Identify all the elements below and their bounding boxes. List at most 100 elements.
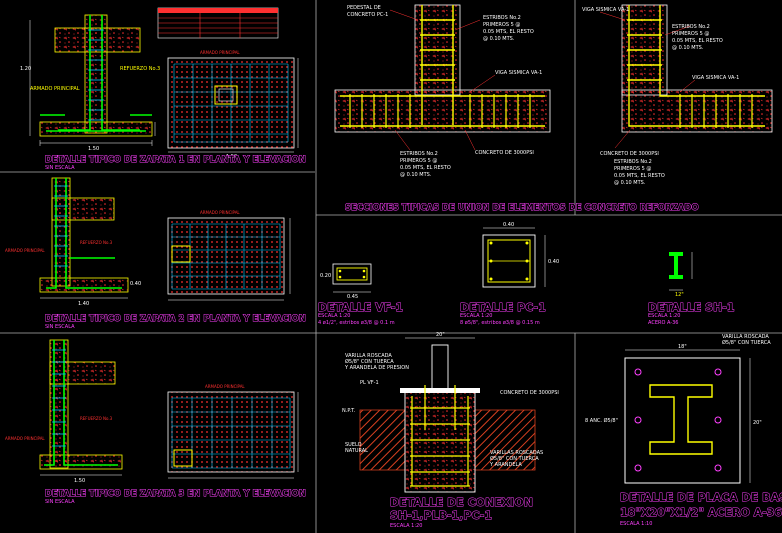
zapata-1-plan[interactable]: 1.50 ARMADO PRINCIPAL <box>167 50 299 160</box>
viga-va1-right <box>621 89 773 133</box>
column-footprint-3 <box>173 449 193 467</box>
zapata-3-plan[interactable]: ARMADO PRINCIPAL <box>167 384 299 479</box>
plan-outline-3 <box>167 391 295 473</box>
label-refuerzo-2: REFUERZO No.3 <box>80 240 113 245</box>
rebar-3 <box>44 340 118 466</box>
leader-lines <box>389 9 496 151</box>
placa-right-2: Ø5/8" CON TUERCA <box>722 339 771 346</box>
title-conexion-1: DETALLE DE CONEXION <box>390 496 533 509</box>
legend-table <box>157 7 279 39</box>
plan-caption-3: ARMADO PRINCIPAL <box>205 384 245 389</box>
placa-right-1: VARILLA ROSCADA <box>722 334 769 340</box>
estribos-c-3: 0.05 MTS, EL RESTO <box>672 38 723 44</box>
varilla-top-3: Y ARANDELA DE PRESION <box>344 365 409 371</box>
suelo-1: SUELO <box>345 442 362 448</box>
zapata-1-elevation[interactable]: 1.50 1.20 REFUERZO No.3 ARMADO PRINCIPAL <box>20 7 279 152</box>
sh1-dim: 12" <box>675 292 684 298</box>
plate-dim-w: 18" <box>678 344 687 350</box>
varillas-1: VARILLAS ROSCADAS <box>490 450 543 456</box>
label-refuerzo: REFUERZO No.3 <box>120 66 160 72</box>
zapata-2-plan[interactable]: ARMADO PRINCIPAL <box>167 210 291 301</box>
plan-caption-2: ARMADO PRINCIPAL <box>200 210 240 215</box>
estribos-d-4: @ 0.10 MTS. <box>614 180 646 186</box>
estribos-d-1: ESTRIBOS No.2 <box>614 159 652 165</box>
estribos-b-2: PRIMEROS 5 @ <box>400 158 437 164</box>
title-zapata-2: DETALLE TIPICO DE ZAPATA 2 EN PLANTA Y E… <box>45 314 306 324</box>
zapata-3-elevation[interactable]: 1.50 ARMADO PRINCIPAL REFUERZO No.3 <box>5 339 123 484</box>
title-zapata-3: DETALLE TIPICO DE ZAPATA 3 EN PLANTA Y E… <box>45 489 306 499</box>
zapata-2-elevation[interactable]: 1.40 ARMADO PRINCIPAL REFUERZO No.3 0.40 <box>5 177 141 307</box>
sub-zapata-2: SIN ESCALA <box>45 324 75 330</box>
anchor-bolts <box>634 368 722 472</box>
sh1-bottom-flange <box>669 275 683 279</box>
dim-lines <box>29 20 156 146</box>
title-zapata-1: DETALLE TIPICO DE ZAPATA 1 EN PLANTA Y E… <box>45 155 306 165</box>
plate-label: PL VF-1 <box>360 380 379 386</box>
footing-2 <box>39 277 129 293</box>
detail-conexion[interactable]: 20" VARILLA ROSCADA Ø5/8" CON TUERCA Y A… <box>342 332 559 493</box>
conexion-rebar <box>410 385 470 487</box>
detail-placa[interactable]: 18" 20" 8 ANC. Ø5/8" VARILLA ROSCADA Ø5/… <box>585 334 771 484</box>
pc1-note2: 8 ø5/8", estribos ø3/8 @ 0.15 m <box>460 320 540 326</box>
dim-width: 1.50 <box>88 146 99 152</box>
title-placa-1: DETALLE DE PLACA DE BASE <box>620 491 782 504</box>
viga-va1 <box>334 89 551 133</box>
title-sh1: DETALLE SH-1 <box>648 301 735 314</box>
beam-3 <box>49 361 116 385</box>
label-armado-2: ARMADO PRINCIPAL <box>5 248 45 253</box>
varillas-2: Ø5/8" CON TUERCA <box>490 455 539 462</box>
plate-outline <box>624 357 741 484</box>
title-vf1: DETALLE VF-1 <box>318 301 403 314</box>
plan-dim-width: 1.50 <box>226 154 237 160</box>
dim-height-2: 0.40 <box>130 281 141 287</box>
sh1-note2: ACERO A-36 <box>648 320 678 326</box>
column-footprint <box>214 85 238 105</box>
title-placa-2: 18"X20"X1/2" ACERO A-36 <box>620 506 782 519</box>
label-concreto-1: CONCRETO DE 3000PSI <box>475 150 534 156</box>
detail-pc1[interactable]: 0.40 0.40 <box>482 222 559 288</box>
column-footprint-2 <box>171 245 191 263</box>
estribos-d-2: PRIMEROS 5 @ <box>614 166 651 172</box>
beam-stirrups-right <box>679 94 753 128</box>
detail-sh1[interactable]: 12" <box>669 252 693 298</box>
beam-stirrups <box>349 94 531 128</box>
label-concreto-2: CONCRETO DE 3000PSI <box>600 151 659 157</box>
dim-height: 1.20 <box>20 66 31 72</box>
estribos-b-4: @ 0.10 MTS. <box>400 172 432 178</box>
vf1-note2: 4 ø1/2", estribos ø3/8 @ 0.1 m <box>318 320 395 326</box>
conexion-note: ESCALA 1:20 <box>390 523 422 529</box>
leader-lines-right <box>599 11 696 149</box>
estribos-b-3: 0.05 MTS, EL RESTO <box>400 165 451 171</box>
union-section-left[interactable]: PEDESTAL DE CONCRETO PC-1 ESTRIBOS No.2 … <box>334 4 551 178</box>
placa-note: ESCALA 1:10 <box>620 521 652 527</box>
label-armado-3: ARMADO PRINCIPAL <box>5 436 45 441</box>
viga-label-1: VIGA SISMICA VA-1 <box>495 70 542 76</box>
column-body-3 <box>49 339 69 469</box>
varilla-top-1: VARILLA ROSCADA <box>345 353 392 359</box>
stirrups <box>88 29 104 121</box>
varilla-top-2: Ø5/8" CON TUERCA <box>345 358 394 365</box>
dim-width-3: 1.50 <box>74 478 85 484</box>
pc1-note1: ESCALA 1:20 <box>460 313 492 319</box>
estribos-c-1: ESTRIBOS No.2 <box>672 24 710 30</box>
pc1-dim: 0.40 <box>503 222 514 228</box>
stirrups-2 <box>54 185 68 267</box>
varillas-3: Y ARANDELA <box>489 462 522 468</box>
pedestal-rebar <box>340 5 545 127</box>
label-pedestal-1: PEDESTAL DE <box>347 5 381 11</box>
plate-dim-h: 20" <box>753 420 762 426</box>
column-rebar <box>46 15 146 132</box>
label-refuerzo-3: REFUERZO No.3 <box>80 416 113 421</box>
sub-zapata-3: SIN ESCALA <box>45 499 75 505</box>
detail-vf1[interactable]: 0.45 0.20 <box>320 263 372 300</box>
suelo-2: NATURAL <box>345 448 368 454</box>
rebar-2 <box>46 178 122 289</box>
union-section-right[interactable]: VIGA SISMICA VA-1 ESTRIBOS No.2 PRIMEROS… <box>582 4 773 186</box>
vf1-dim: 0.45 <box>347 294 358 300</box>
concreto-conexion: CONCRETO DE 3000PSI <box>500 390 559 396</box>
footing <box>39 121 153 137</box>
estribos-a-4: @ 0.10 MTS. <box>483 36 515 42</box>
plate-i-section <box>649 384 713 455</box>
